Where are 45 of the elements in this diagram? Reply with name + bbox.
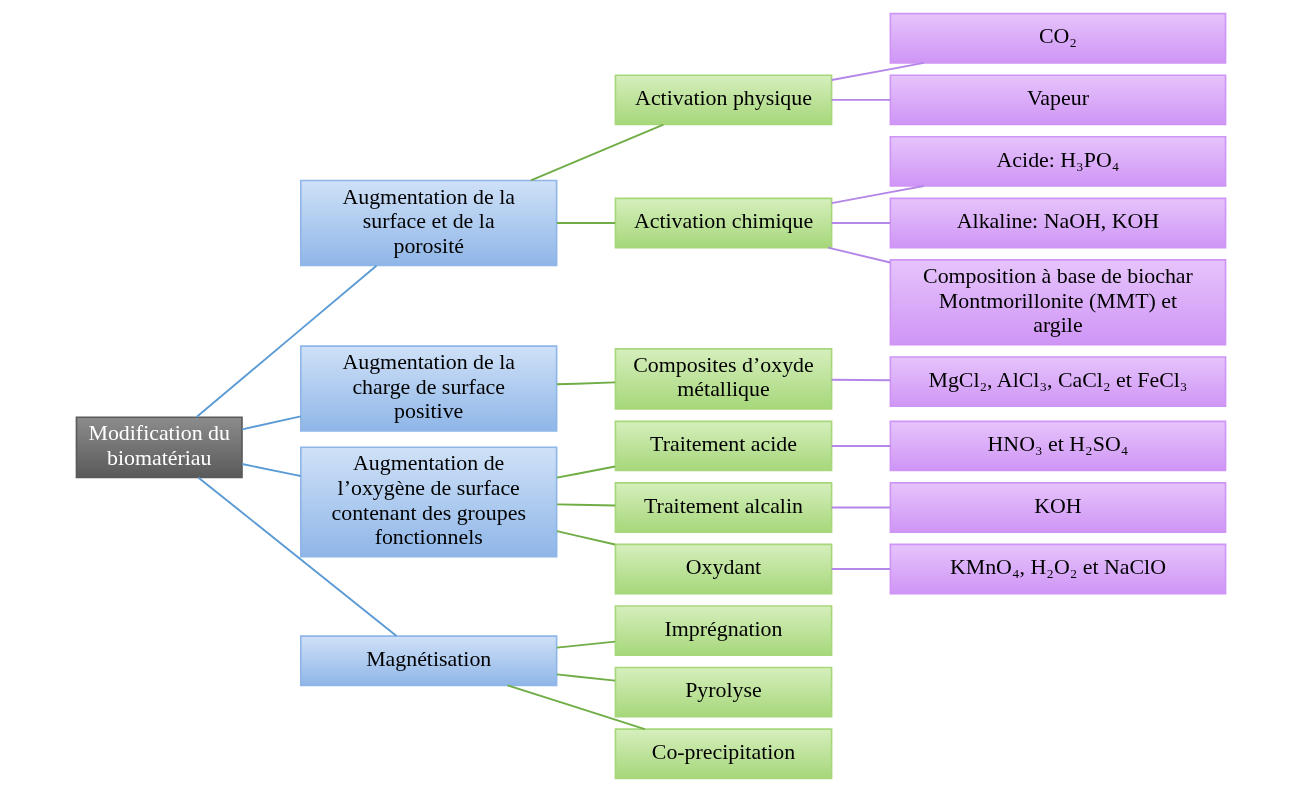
connector <box>195 264 377 418</box>
connector <box>830 378 891 382</box>
connector <box>555 465 616 479</box>
node-box: Acide: H₃PO₄ <box>889 135 1226 187</box>
node-box: Activation physique <box>614 74 832 126</box>
node-box: Traitement acide <box>614 420 832 472</box>
connector <box>830 98 891 101</box>
connector <box>830 506 891 509</box>
node-box: Activation chimique <box>614 197 832 249</box>
connector <box>830 444 891 447</box>
node-box: Alkaline: NaOH, KOH <box>889 197 1226 249</box>
node-box: CO₂ <box>889 12 1226 64</box>
node-box: Magnétisation <box>299 635 557 687</box>
connector <box>830 568 891 570</box>
connector <box>240 463 302 477</box>
node-box: Modification du biomatériau <box>75 416 243 479</box>
node-box: Co-precipitation <box>614 728 832 780</box>
connector <box>555 530 616 546</box>
node-box: MgCl₂, AlCl₃, CaCl₂ et FeCl₃ <box>889 356 1226 408</box>
node-box: Composition à base de biochar Montmorillonite (MMT) et argile <box>889 259 1226 346</box>
node-box: KOH <box>889 482 1226 533</box>
node-box: Augmentation de la charge de surface positive <box>299 345 557 432</box>
node-box: KMnO₄, H₂O₂ et NaClO <box>889 543 1226 595</box>
node-box: Composites d’oxyde métallique <box>614 348 832 410</box>
node-box: Augmentation de l’oxygène de surface contenant des groupes fonctionnels <box>299 446 557 558</box>
node-box: Vapeur <box>889 74 1226 126</box>
node-box: Oxydant <box>614 543 832 595</box>
connector <box>555 222 616 224</box>
connector <box>830 185 925 205</box>
node-box: Pyrolyse <box>614 666 832 718</box>
connector <box>240 415 302 431</box>
connector <box>555 503 616 507</box>
connector <box>830 222 891 224</box>
node-box: Traitement alcalin <box>614 482 832 533</box>
connector <box>506 684 646 731</box>
connector <box>529 123 664 182</box>
connector <box>196 476 397 637</box>
connector <box>826 246 891 264</box>
node-box: Imprégnation <box>614 605 832 657</box>
node-box: Augmentation de la surface et de la porosité <box>299 179 557 267</box>
node-box: HNO₃ et H₂SO₄ <box>889 420 1226 472</box>
connector <box>555 640 616 649</box>
connector <box>555 673 616 682</box>
connector <box>830 61 925 81</box>
connector <box>555 381 616 386</box>
